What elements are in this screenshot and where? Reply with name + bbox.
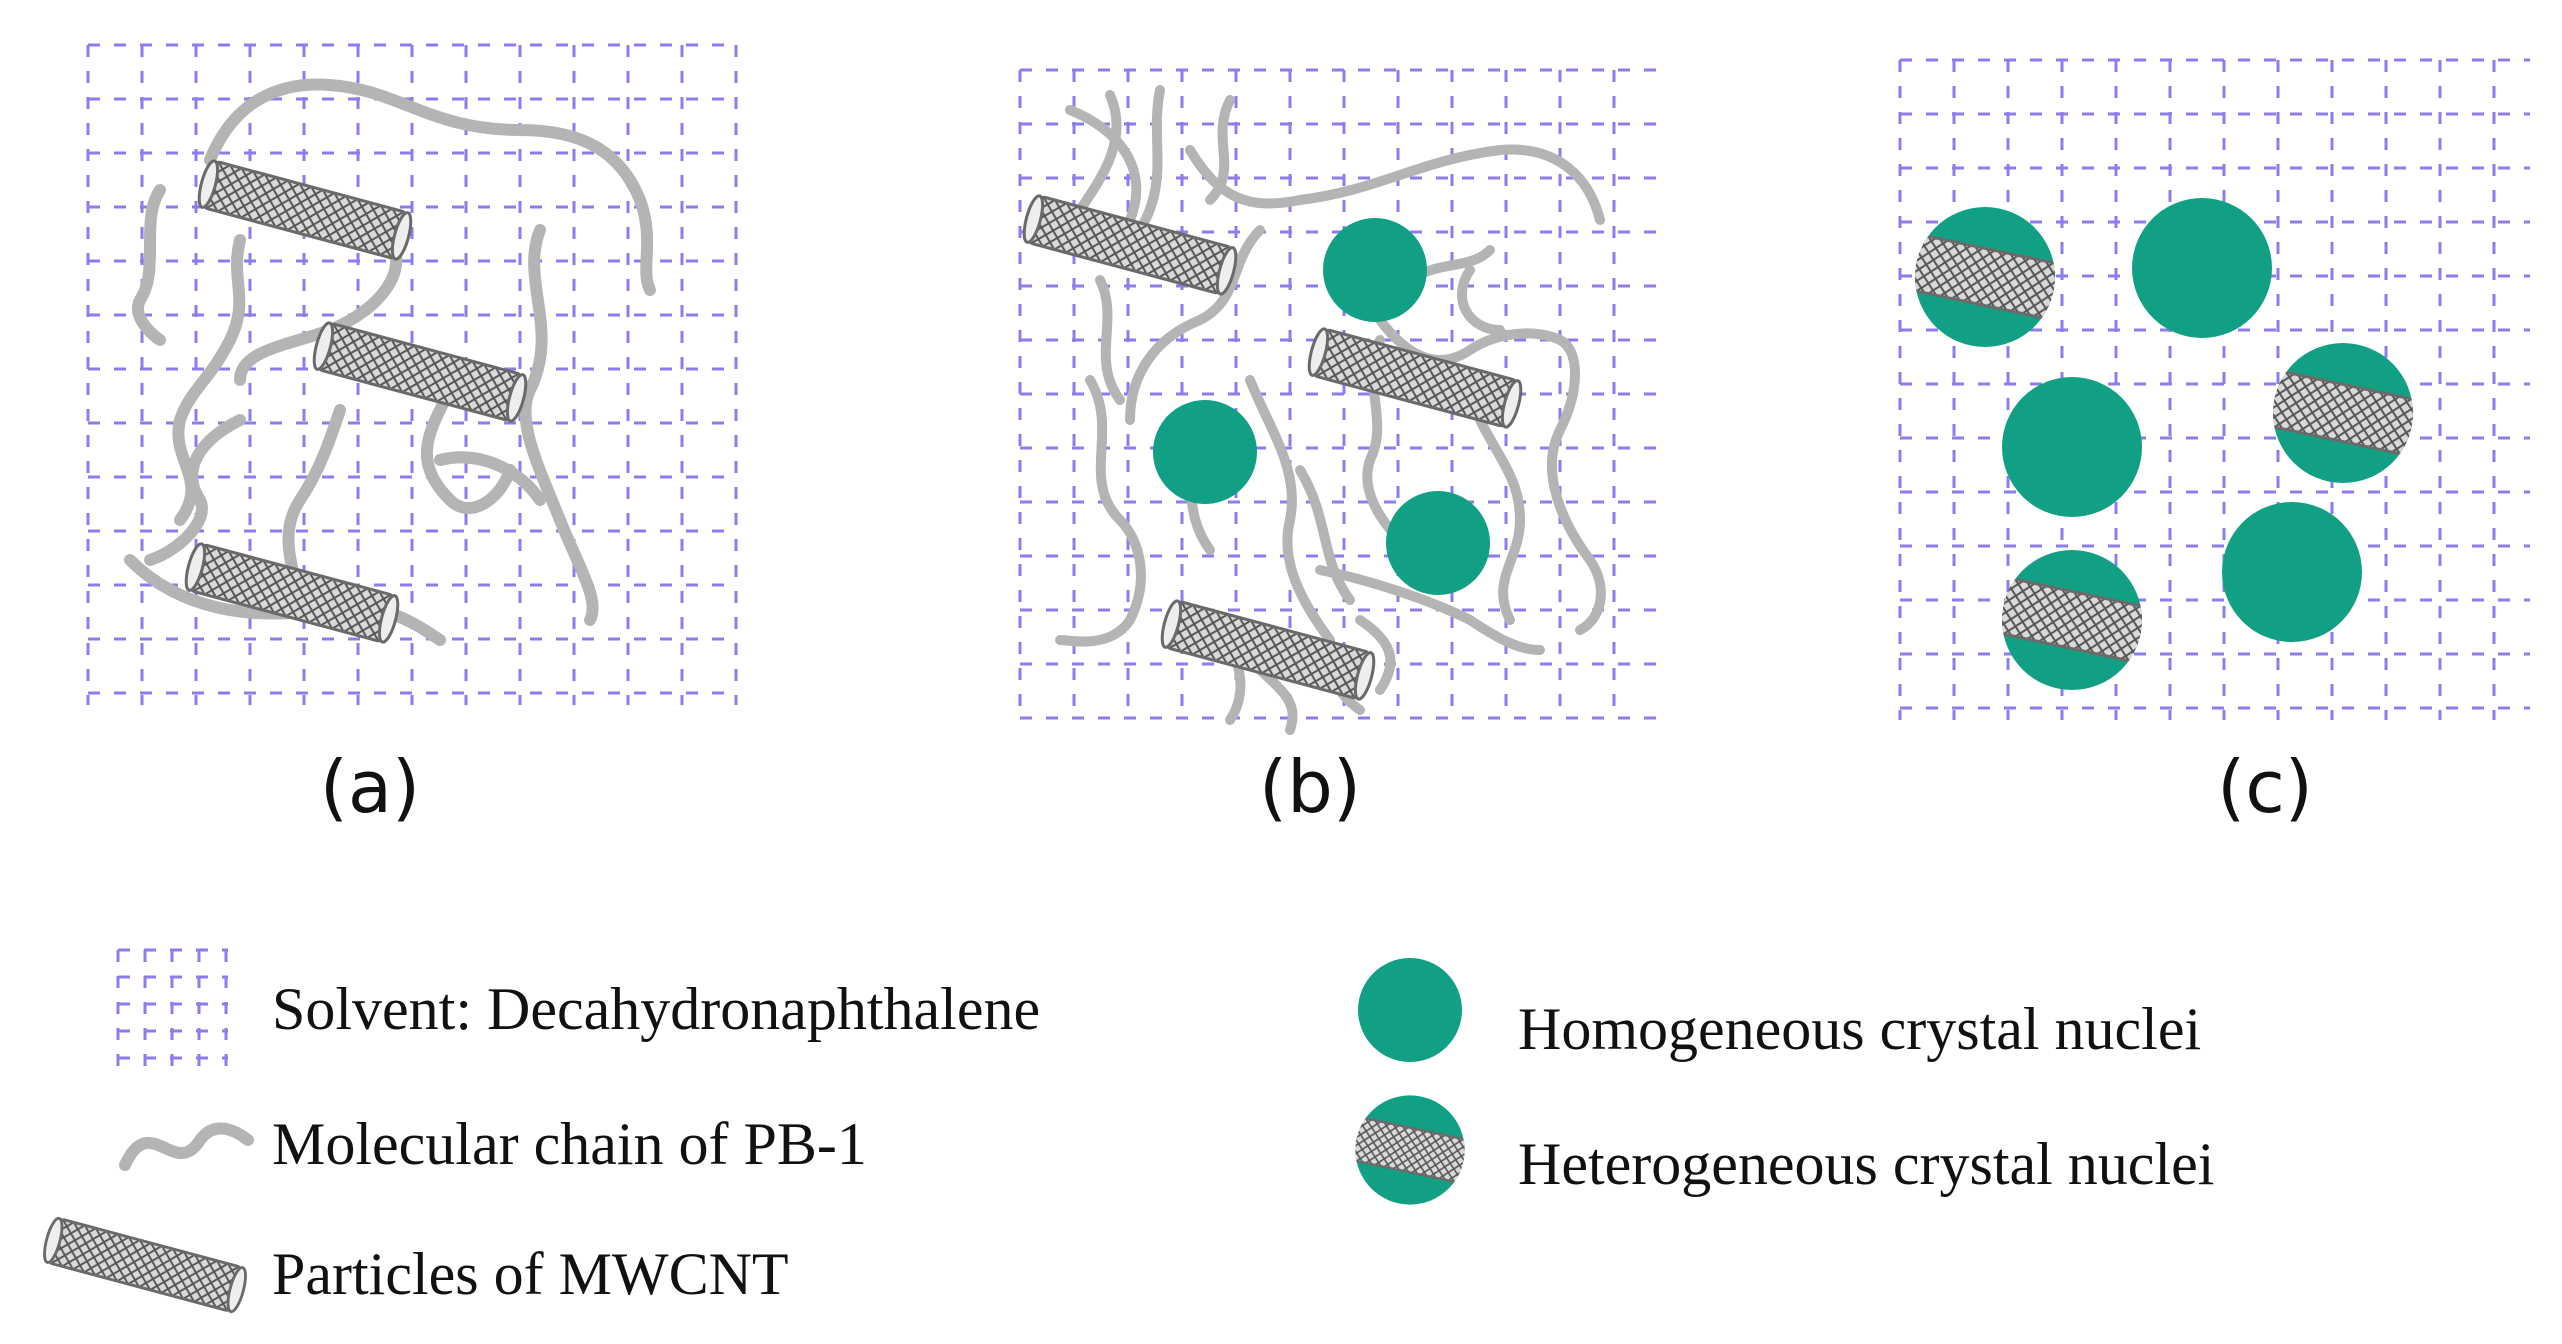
homogeneous-nucleus <box>1153 400 1257 504</box>
legend-solvent-text: Solvent: Decahydronaphthalene <box>272 976 1041 1042</box>
panel-c-label: (c) <box>2217 745 2313 829</box>
homogeneous-nucleus <box>2002 377 2142 517</box>
legend-mwcnt-text: Particles of MWCNT <box>272 1241 789 1307</box>
legend-chain-text: Molecular chain of PB-1 <box>272 1111 867 1177</box>
homogeneous-nucleus <box>1323 218 1427 322</box>
homogeneous-nucleus <box>2222 502 2362 642</box>
homogeneous-nuclei-c <box>2002 198 2362 642</box>
legend <box>39 948 1483 1315</box>
homogeneous-nucleus <box>1386 491 1490 595</box>
mwcnt-particle <box>193 157 417 263</box>
solvent-grid-c <box>1898 58 2530 720</box>
solvent-legend-icon <box>116 948 228 1070</box>
panel-a <box>86 43 738 705</box>
heterogeneous-legend-icon <box>1337 1095 1483 1204</box>
panel-b <box>1018 68 1660 735</box>
heterogeneous-nucleus <box>1978 550 2166 690</box>
mwcnt-particles-a <box>180 157 532 646</box>
mwcnt-legend-icon <box>39 1215 251 1315</box>
mwcnt-particle <box>1156 597 1380 703</box>
homogeneous-nuclei-b <box>1153 218 1490 595</box>
chain-legend-icon <box>119 1122 254 1171</box>
solvent-grid-a <box>86 43 738 705</box>
heterogeneous-nucleus <box>1891 207 2079 347</box>
heterogeneous-nucleus <box>2249 343 2437 483</box>
homogeneous-nucleus <box>2132 198 2272 338</box>
legend-heterogeneous-text: Heterogeneous crystal nuclei <box>1518 1131 2215 1197</box>
homogeneous-legend-icon <box>1358 958 1462 1062</box>
panel-a-label: (a) <box>319 745 421 829</box>
panel-b-label: (b) <box>1259 745 1361 829</box>
panel-c <box>1891 58 2530 720</box>
polymer-chains-b <box>1055 85 1606 735</box>
legend-homogeneous-text: Homogeneous crystal nuclei <box>1518 996 2202 1062</box>
